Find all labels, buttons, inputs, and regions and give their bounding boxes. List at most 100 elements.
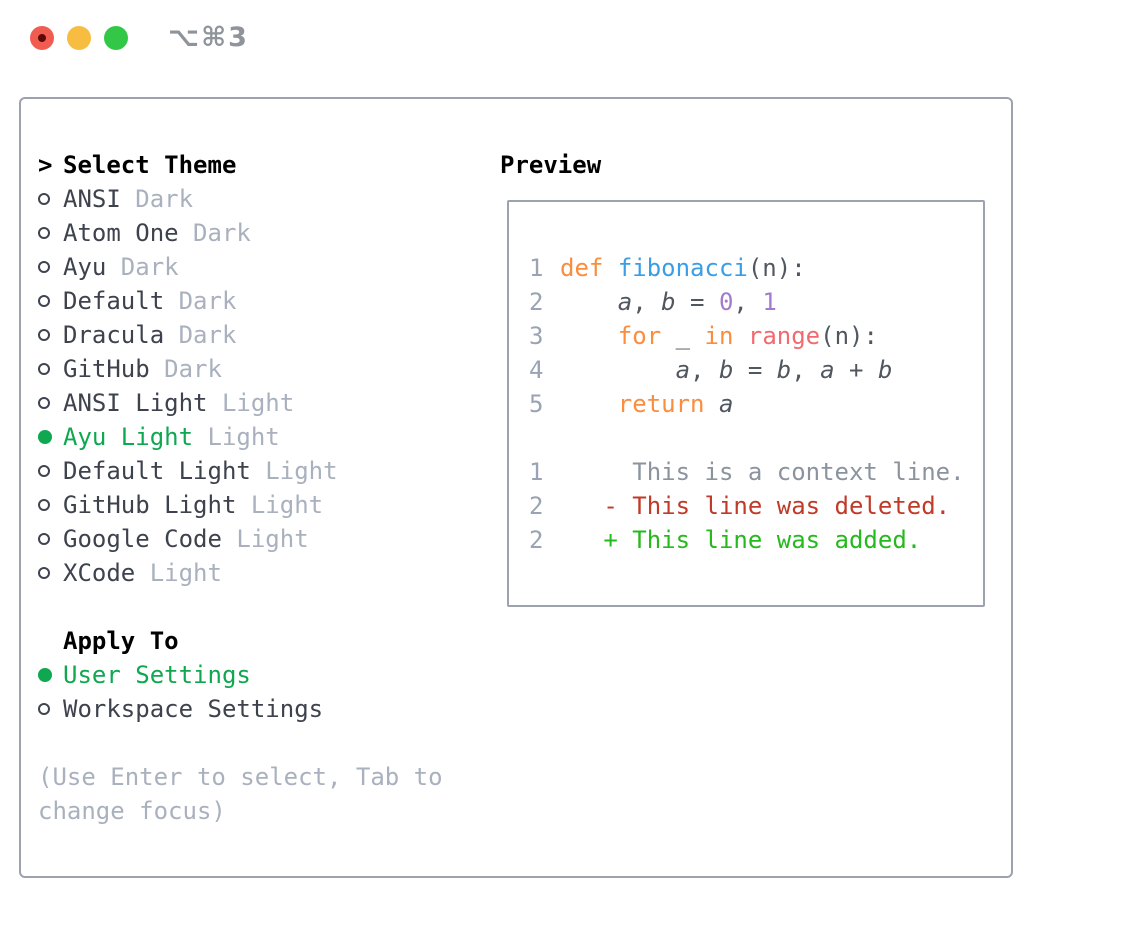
theme-option[interactable]: ANSI Light Light xyxy=(38,386,500,420)
code-token-plain: , xyxy=(791,356,821,384)
apply-to-label: User Settings xyxy=(63,661,251,689)
line-number: 2 xyxy=(529,526,544,554)
minimize-button[interactable] xyxy=(67,26,91,50)
code-line: 3 for _ in range(n): xyxy=(529,319,983,353)
theme-variant: Light xyxy=(221,389,295,417)
code-token-variable: a xyxy=(820,356,835,384)
theme-variant: Dark xyxy=(178,287,237,315)
apply-to-header: Apply To xyxy=(38,624,500,658)
theme-option[interactable]: Google Code Light xyxy=(38,522,500,556)
diff-line-added: 2 + This line was added. xyxy=(529,523,983,557)
code-token-keyword: for xyxy=(617,322,662,350)
line-number: 5 xyxy=(529,390,544,418)
radio-circle-icon xyxy=(38,227,50,239)
radio-circle-icon xyxy=(38,567,50,579)
theme-name: Default xyxy=(63,287,179,315)
theme-variant: Dark xyxy=(164,355,222,383)
preview-title: Preview xyxy=(500,151,602,179)
radio-circle-icon xyxy=(38,295,50,307)
diff-text: This is a context line. xyxy=(560,458,965,486)
code-token-plain: = xyxy=(675,288,719,316)
radio-circle-icon xyxy=(38,533,50,545)
line-number: 1 xyxy=(529,458,544,486)
radio-circle-icon xyxy=(38,397,50,409)
radio-circle-icon xyxy=(38,193,50,205)
code-token-builtin: range xyxy=(747,322,821,350)
theme-name: XCode xyxy=(63,559,150,587)
theme-variant: Dark xyxy=(120,253,179,281)
diff-text: - This line was deleted. xyxy=(560,492,951,520)
traffic-lights xyxy=(30,26,128,50)
theme-option[interactable]: XCode Light xyxy=(38,556,500,590)
code-token-plain xyxy=(603,254,617,282)
theme-variant: Dark xyxy=(193,219,251,247)
code-token-plain: = xyxy=(733,356,777,384)
theme-name: Google Code xyxy=(63,525,237,553)
line-number: 2 xyxy=(529,492,544,520)
code-token-plain xyxy=(705,390,719,418)
theme-option[interactable]: ANSI Dark xyxy=(38,182,500,216)
apply-to-label: Workspace Settings xyxy=(63,695,324,723)
code-token-variable: a xyxy=(675,356,691,384)
window-shortcut-label: ⌥⌘3 xyxy=(168,22,249,53)
line-number: 2 xyxy=(529,288,544,316)
apply-to-option[interactable]: Workspace Settings xyxy=(38,692,500,726)
code-token-plain: (n): xyxy=(747,254,806,282)
selected-radio-icon xyxy=(38,668,52,682)
theme-option[interactable]: Ayu Light Light xyxy=(38,420,500,454)
theme-option[interactable]: GitHub Dark xyxy=(38,352,500,386)
code-token-plain: , xyxy=(733,288,763,316)
zoom-button[interactable] xyxy=(104,26,128,50)
spacer xyxy=(38,590,500,624)
theme-name: Atom One xyxy=(63,219,194,247)
code-token-plain xyxy=(560,356,676,384)
select-theme-title: Select Theme xyxy=(63,151,237,179)
theme-variant: Dark xyxy=(178,321,237,349)
theme-option[interactable]: Dracula Dark xyxy=(38,318,500,352)
selected-radio-icon xyxy=(38,430,52,444)
theme-option[interactable]: Default Dark xyxy=(38,284,500,318)
code-line: 2 a, b = 0, 1 xyxy=(529,285,983,319)
code-token-plain: (n): xyxy=(820,322,878,350)
code-token-variable: b xyxy=(877,356,893,384)
radio-circle-icon xyxy=(38,261,50,273)
code-token-function: fibonacci xyxy=(617,254,748,282)
code-token-variable: b xyxy=(776,356,792,384)
diff-text: + This line was added. xyxy=(560,526,922,554)
close-button[interactable] xyxy=(30,26,54,50)
code-line: 1 def fibonacci(n): xyxy=(529,251,983,285)
theme-name: Default Light xyxy=(63,457,266,485)
theme-variant: Light xyxy=(250,491,324,519)
diff-preview: 1 This is a context line. 2 - This line w… xyxy=(529,455,983,557)
radio-circle-icon xyxy=(38,329,50,341)
radio-circle-icon xyxy=(38,703,50,715)
radio-circle-icon xyxy=(38,499,50,511)
theme-option[interactable]: Ayu Dark xyxy=(38,250,500,284)
line-number: 4 xyxy=(529,356,544,384)
apply-to-option[interactable]: User Settings xyxy=(38,658,500,692)
theme-option[interactable]: Default Light Light xyxy=(38,454,500,488)
theme-option[interactable]: GitHub Light Light xyxy=(38,488,500,522)
theme-name: Ayu Light xyxy=(63,423,208,451)
spacer xyxy=(529,421,983,455)
code-token-keyword: in xyxy=(704,322,734,350)
theme-variant: Dark xyxy=(135,185,194,213)
code-line: 5 return a xyxy=(529,387,983,421)
theme-name: GitHub Light xyxy=(63,491,251,519)
code-token-keyword: def xyxy=(560,254,604,282)
code-token-plain xyxy=(560,390,618,418)
code-token-plain: , xyxy=(690,356,719,384)
code-token-plain xyxy=(560,322,618,350)
theme-name: Dracula xyxy=(63,321,179,349)
theme-name: ANSI xyxy=(63,185,136,213)
code-token-number: 0 xyxy=(718,288,734,316)
line-number: 1 xyxy=(529,254,544,282)
diff-line-deleted: 2 - This line was deleted. xyxy=(529,489,983,523)
theme-name: GitHub xyxy=(63,355,165,383)
theme-option[interactable]: Atom One Dark xyxy=(38,216,500,250)
